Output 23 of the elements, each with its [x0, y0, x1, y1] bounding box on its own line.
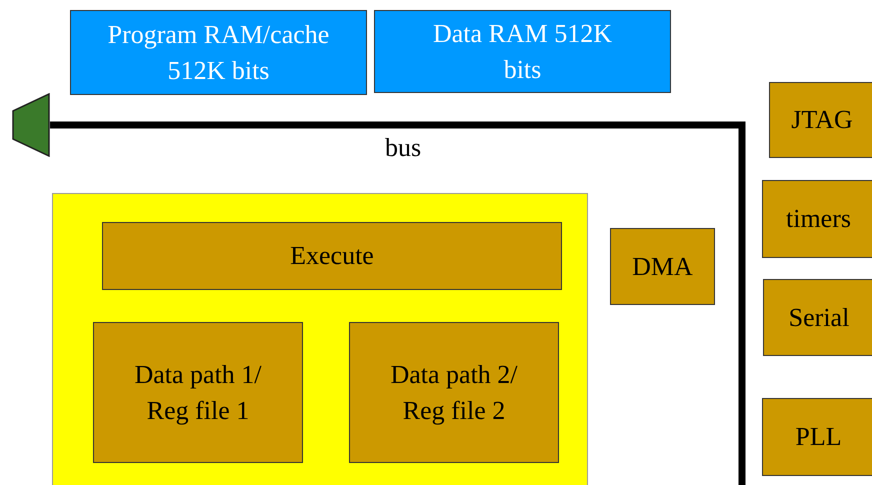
memory-block [70, 10, 367, 95]
box-label: Data path 2/ Reg file 2 [389, 359, 519, 427]
bus-line [50, 122, 746, 485]
module-box [610, 228, 715, 305]
box-label: Data path 1/ Reg file 1 [133, 359, 263, 427]
module-box [349, 322, 559, 463]
box-label: JTAG [790, 104, 854, 136]
module-box [762, 398, 872, 476]
memory-block [374, 10, 671, 93]
edge-label: bus [385, 135, 422, 161]
box-label: Program RAM/cache 512K bits [106, 19, 330, 86]
core-panel [52, 193, 588, 485]
box-label: DMA [631, 250, 694, 283]
module-box [769, 82, 872, 158]
box-label: Data RAM 512K bits [432, 18, 614, 86]
module-box [762, 180, 872, 258]
box-label: Serial [788, 302, 850, 334]
box-label: Execute [289, 240, 375, 272]
box-label: timers [785, 203, 852, 236]
module-box [93, 322, 303, 463]
box-label: PLL [794, 421, 843, 454]
module-box [763, 279, 872, 356]
module-box [102, 222, 562, 290]
